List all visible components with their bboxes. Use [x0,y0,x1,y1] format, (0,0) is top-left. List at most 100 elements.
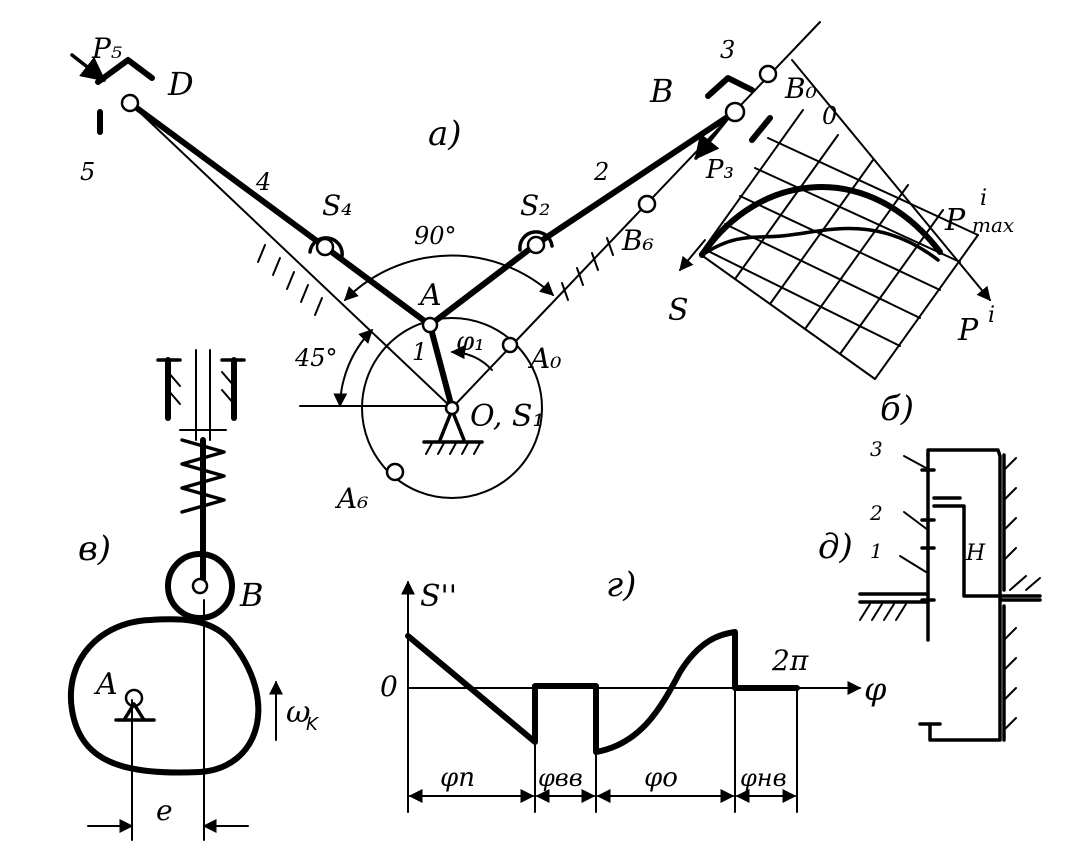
frame-hatch-top [1003,457,1041,591]
label-p-max: P [944,203,966,238]
gear-label-3: 3 [870,437,883,461]
carrier-label-h: H [965,541,986,566]
gear-label-1: 1 [870,539,883,563]
label-p-axis: P [957,313,979,348]
cam-label-omega: ω [286,695,310,730]
pin-a6 [385,462,405,482]
cam-label-omega-sub: K [306,714,319,735]
label-s4: S₄ [322,189,352,222]
support-hatch [425,442,481,455]
label-b6: B₆ [621,224,654,257]
linkage-diagram: a) D B B₀ B₆ A A₀ A₆ O, S₁ S₄ S₂ 1 2 3 4… [70,21,821,515]
leader-gear-2 [903,511,929,531]
label-s-axis: S [668,293,689,328]
axis-s-arrow [679,239,706,272]
cam-diagram: в) A B ω K e [67,349,319,841]
pin-s4 [315,237,335,257]
grid-lines [699,109,979,380]
pin-o [444,400,460,416]
panel-label-b: б) [880,389,914,429]
label-o-s1: O, S₁ [470,399,545,434]
pin-a [421,316,439,334]
pin-b [724,101,746,123]
s2-joint-shape [518,230,554,252]
chart-curve-group [405,629,800,755]
crank-link-1 [427,322,455,411]
label-phi1: φ₁ [456,327,485,357]
slider-5-top [95,57,155,85]
pin-d [120,93,140,113]
grid-axis-p [791,59,991,302]
label-a: A [417,278,442,313]
carrier-h [932,504,1042,598]
phase-label-lower-dwell: φнв [740,764,787,792]
shaft-bearing-hatch [859,603,907,621]
frame-hatch-bottom [1003,627,1017,731]
label-p5: P₅ [91,32,122,65]
label-link-4: 4 [255,168,271,196]
acceleration-chart: г) S'' φ 0 2π φп φвв φо φнв [380,565,887,813]
phase-dividers [407,689,798,813]
label-s2: S₂ [520,189,550,222]
phase-label-return: φо [644,763,678,793]
label-p-max-sub: max [972,213,1014,237]
cam-support [122,702,146,722]
label-p-max-sup: i [980,186,987,211]
panel-label-v: в) [78,529,111,569]
phase-label-rise: φп [440,763,475,793]
ground-hatch-left [257,244,323,316]
gear-label-2: 2 [869,501,883,525]
angle-arc-45 [333,328,373,408]
cam-label-a: A [93,667,118,702]
roller-pin [191,577,209,595]
leader-gear-3 [903,455,927,469]
leader-gear-1 [899,555,927,573]
panel-label-g: г) [606,565,636,605]
gear-ticks [920,468,936,602]
ground-hatch-right [561,237,614,301]
label-p3: P₃ [705,155,734,185]
reference-line-od [129,102,453,409]
slider-3-side [749,115,773,143]
label-d: D [167,65,194,103]
label-b: B [649,72,674,110]
label-p-axis-sup: i [988,303,995,328]
follower-roller [165,551,235,621]
label-a0: A₀ [527,342,561,375]
cam-label-e: e [156,794,173,827]
chart-y-label: S'' [420,579,457,614]
panel-label-a: a) [428,114,462,154]
pin-a0 [501,336,519,354]
pin-b6 [637,194,657,214]
label-b0: B₀ [784,72,817,105]
angle-arc-phi1 [450,345,493,371]
cam-profile [67,616,262,776]
curve-p-max [699,184,943,258]
panel-label-d: д) [818,527,853,567]
acceleration-curve [405,629,800,755]
ring-gear-outline [926,448,1002,742]
cam-label-b: B [239,576,264,614]
guide-hatch [167,371,235,405]
pin-b0 [758,64,778,84]
label-link-3: 3 [720,36,735,64]
label-angle-45: 45° [294,344,338,372]
label-a6: A₆ [334,482,368,515]
curve-p-lower [700,226,940,262]
label-angle-90: 90° [414,222,457,250]
s4-joint-shape [308,236,344,258]
crank-circle [361,317,543,499]
spring [180,438,226,514]
label-link-5: 5 [80,158,95,186]
pin-s2 [526,235,546,255]
grid-origin-label: 0 [822,102,837,130]
angle-arc-90 [344,254,555,301]
label-link-1: 1 [412,338,427,366]
chart-zero-label: 0 [380,670,398,703]
force-p3-arrow [694,116,730,160]
chart-two-pi-label: 2π [771,644,809,677]
label-link-2: 2 [593,158,609,186]
planetary-gear-diagram: д) 3 2 1 H [818,437,1042,742]
